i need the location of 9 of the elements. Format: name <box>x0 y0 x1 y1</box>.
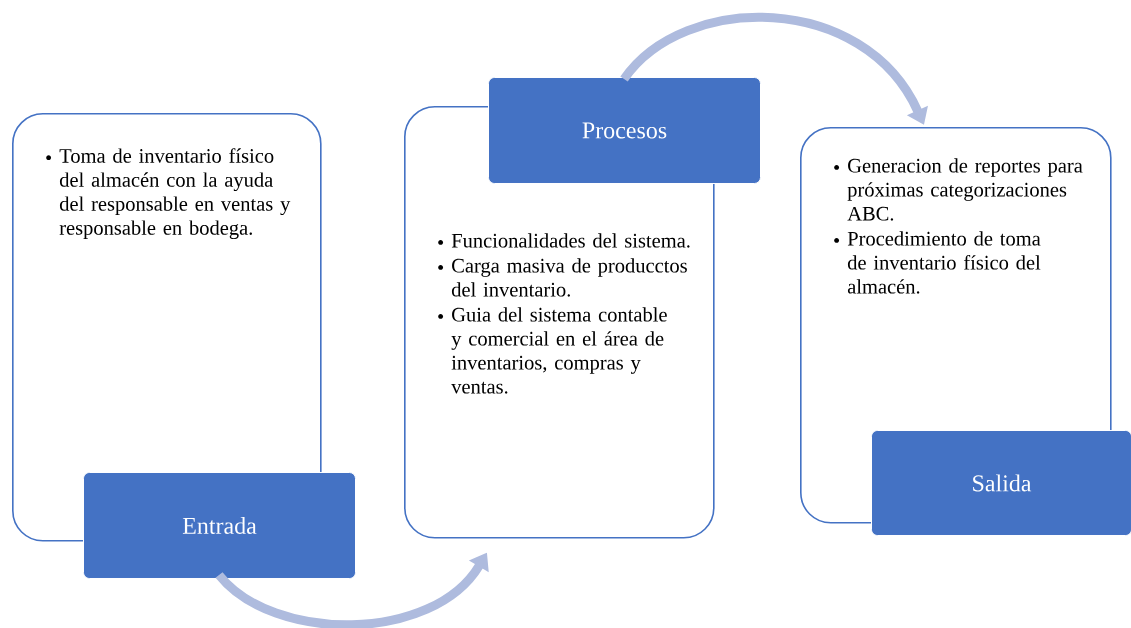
bullet-text: Generacion de reportes para próximas categorizaciones ABC. <box>847 158 1083 221</box>
bullet-text: Guia del sistema contable y comercial en el área de inventarios, compras y ventas. <box>451 307 667 394</box>
bullet-text: Toma de inventario físico del almacén con la ayuda del responsable en ventas y responsable en bodega. <box>59 148 291 240</box>
bullet-text: Carga masiva de producctos del inventario. <box>451 258 687 297</box>
header-box: Entrada <box>83 472 356 579</box>
bullet-text: Procedimiento de toma de inventario físico del almacén. <box>847 231 1041 294</box>
header-box: Salida <box>871 430 1131 536</box>
bullet-text: Funcionalidades del sistema. <box>451 233 690 248</box>
header-box: Procesos <box>488 77 761 184</box>
